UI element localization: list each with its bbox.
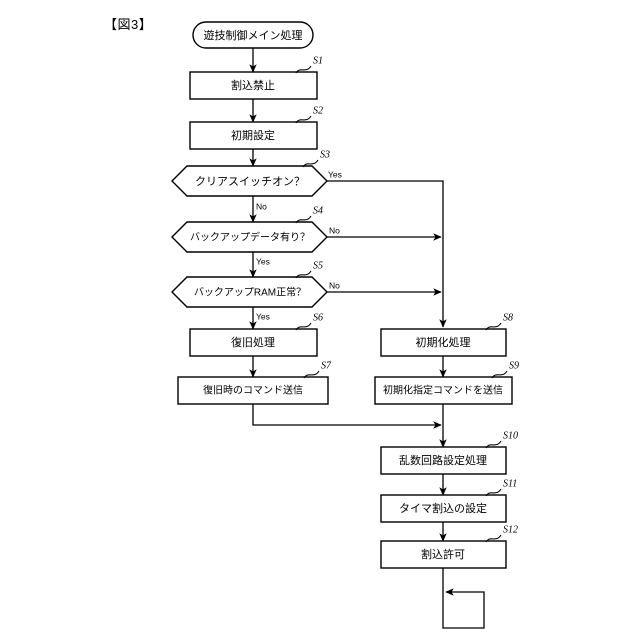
s2-label: 初期設定	[231, 128, 275, 142]
s4-label: バックアップデータ有り？	[190, 231, 310, 244]
start-terminator-shape	[192, 21, 314, 49]
s2-process-shape	[189, 121, 318, 150]
s12-label: 割込許可	[421, 547, 465, 561]
node-s11: タイマ割込の設定	[380, 494, 507, 523]
step-label-s2: S2	[313, 105, 323, 116]
node-s7: 復旧時のコマンド送信	[177, 376, 329, 405]
node-s4: バックアップデータ有り？	[171, 221, 328, 253]
step-label-s9: S9	[509, 360, 519, 371]
s6-process-shape	[189, 328, 318, 357]
s4-leader-line	[295, 215, 312, 224]
s8-process-shape	[380, 328, 507, 357]
s8-leader-line	[485, 322, 502, 331]
s10-process-shape	[380, 446, 507, 475]
step-label-s11: S11	[503, 478, 517, 489]
branch-label-s4-no: No	[329, 225, 340, 235]
s1-label: 割込禁止	[231, 78, 275, 92]
s6-leader-line	[295, 322, 312, 331]
s5-decision-shape	[171, 276, 328, 308]
branch-label-s4-yes: Yes	[256, 256, 270, 266]
connector-s7-to-merge	[252, 404, 442, 429]
s3-label: クリアスイッチオン？	[195, 175, 305, 188]
step-label-s5: S5	[313, 260, 323, 271]
s6-label: 復旧処理	[231, 336, 275, 349]
node-s1: 割込禁止	[189, 71, 318, 100]
branch-label-s3-no: No	[256, 201, 267, 211]
node-start: 遊技制御メイン処理	[192, 21, 314, 49]
s3-decision-shape	[171, 165, 328, 197]
start-label: 遊技制御メイン処理	[204, 28, 303, 42]
node-s10: 乱数回路設定処理	[380, 446, 507, 475]
s5-label: バックアップRAM正常？	[194, 286, 306, 299]
s12-process-shape	[380, 540, 507, 569]
s7-process-shape	[177, 376, 329, 405]
s12-leader-line	[485, 534, 502, 543]
node-s6: 復旧処理	[189, 328, 318, 357]
s1-leader-line	[295, 65, 312, 74]
step-label-s8: S8	[503, 312, 513, 323]
step-label-s10: S10	[503, 430, 518, 441]
node-s5: バックアップRAM正常？	[171, 276, 328, 308]
s7-label: 復旧時のコマンド送信	[203, 384, 303, 397]
s9-process-shape	[374, 376, 513, 405]
s3-leader-line	[302, 159, 319, 168]
s4-decision-shape	[171, 221, 328, 253]
branch-label-s5-no: No	[329, 280, 340, 290]
node-s9: 初期化指定コマンドを送信	[374, 376, 513, 405]
step-label-s1: S1	[313, 55, 323, 66]
node-s12: 割込許可	[380, 540, 507, 569]
s2-leader-line	[295, 115, 312, 124]
s10-label: 乱数回路設定処理	[399, 453, 487, 467]
s1-process-shape	[189, 71, 318, 100]
s7-leader-line	[303, 370, 320, 379]
branch-label-s3-yes: Yes	[328, 169, 342, 179]
figure-number-label: 【図3】	[104, 17, 153, 32]
node-s8: 初期化処理	[380, 328, 507, 357]
s8-label: 初期化処理	[416, 335, 471, 349]
s11-leader-line	[485, 488, 502, 497]
s11-label: タイマ割込の設定	[399, 501, 487, 515]
node-s3: クリアスイッチオン？	[171, 165, 328, 197]
connector-s12-loop-back	[442, 568, 485, 629]
s11-process-shape	[380, 494, 507, 523]
s10-leader-line	[485, 440, 502, 449]
step-label-s4: S4	[313, 205, 323, 216]
s9-leader-line	[491, 370, 508, 379]
step-label-s12: S12	[503, 524, 518, 535]
node-s2: 初期設定	[189, 121, 318, 150]
step-label-s3: S3	[320, 149, 330, 160]
connector-s3-yes-to-rail	[327, 180, 447, 328]
step-label-s7: S7	[321, 360, 332, 371]
branch-label-s5-yes: Yes	[256, 311, 270, 321]
step-label-s6: S6	[313, 312, 323, 323]
s9-label: 初期化指定コマンドを送信	[383, 384, 503, 397]
s5-leader-line	[295, 270, 312, 279]
